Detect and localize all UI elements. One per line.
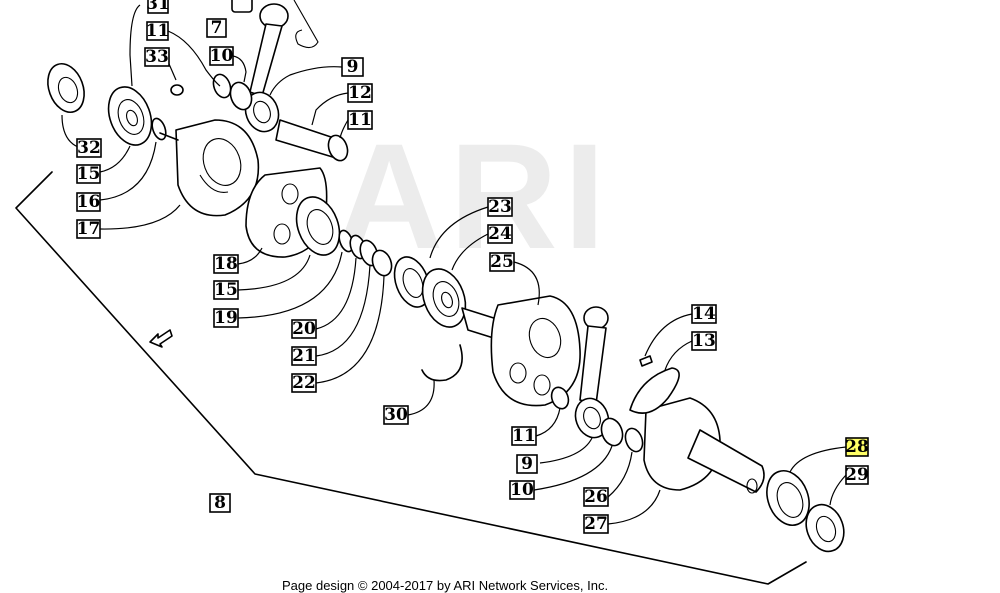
washer-upper-11 xyxy=(212,73,232,99)
callout-label: 11 xyxy=(512,426,536,446)
callout[interactable]: 15 xyxy=(213,280,239,300)
callout-label: 15 xyxy=(214,280,238,300)
callout[interactable]: 11 xyxy=(146,21,170,41)
conrod-upper xyxy=(244,3,289,133)
direction-arrow-icon xyxy=(149,329,173,348)
callout-label: 20 xyxy=(292,319,316,339)
oil-seal-left xyxy=(47,62,85,114)
crank-web-left xyxy=(159,119,260,217)
copyright-footer: Page design © 2004-2017 by ARI Network S… xyxy=(282,578,609,593)
callout-label: 10 xyxy=(510,480,534,500)
callout[interactable]: 10 xyxy=(509,480,535,500)
callout-label: 16 xyxy=(77,192,101,212)
callout[interactable]: 12 xyxy=(347,83,373,103)
ring-22 xyxy=(371,249,393,277)
callout-highlighted[interactable]: 28 xyxy=(845,437,869,457)
key-14 xyxy=(639,355,653,367)
callout-label: 12 xyxy=(348,83,372,103)
callout-label: 7 xyxy=(211,18,223,38)
callout[interactable]: 29 xyxy=(845,465,869,485)
highlight-box xyxy=(845,437,869,457)
callout-label: 30 xyxy=(384,405,408,425)
callout-label: 8 xyxy=(214,493,226,513)
callout-label: 10 xyxy=(210,46,234,66)
callout-label: 11 xyxy=(348,110,372,130)
ring-16 xyxy=(151,117,167,141)
callout-label: 32 xyxy=(77,138,101,158)
conrod-lower xyxy=(574,306,610,439)
callout-label: 31 xyxy=(146,0,170,14)
callout[interactable]: 9 xyxy=(341,57,364,77)
callout-label: 13 xyxy=(692,331,716,351)
oil-seal-29 xyxy=(805,503,845,553)
callout[interactable]: 27 xyxy=(583,514,609,534)
needle-bearing-upper xyxy=(231,0,253,13)
pin-33 xyxy=(170,84,184,96)
callout-label: 19 xyxy=(214,308,238,328)
crankshaft-center xyxy=(461,295,581,407)
callout[interactable]: 11 xyxy=(347,110,373,130)
callout-label: 17 xyxy=(77,219,101,239)
callout[interactable]: 10 xyxy=(209,46,234,66)
callout-label: 18 xyxy=(214,254,238,274)
callout[interactable]: 18 xyxy=(213,254,239,274)
callout-label: 33 xyxy=(145,47,169,67)
callout[interactable]: 23 xyxy=(487,197,513,217)
washer-upper-10 xyxy=(229,81,253,111)
callout-label: 29 xyxy=(845,465,869,485)
callout-label: 26 xyxy=(584,487,608,507)
callout-label: 9 xyxy=(521,454,533,474)
callout[interactable]: 25 xyxy=(489,252,515,272)
washer-26 xyxy=(624,427,644,453)
callout[interactable]: 8 xyxy=(209,493,231,513)
callout[interactable]: 19 xyxy=(213,308,239,328)
callout-label: 11 xyxy=(146,21,170,41)
callout[interactable]: 30 xyxy=(383,405,409,425)
callout[interactable]: 11 xyxy=(511,426,537,446)
leader-lines xyxy=(61,4,847,525)
assembly-bracket-line xyxy=(15,171,807,585)
callout[interactable]: 22 xyxy=(291,373,317,393)
callout-label: 9 xyxy=(347,57,359,77)
callout-label: 21 xyxy=(292,346,316,366)
callout-label: 27 xyxy=(584,514,608,534)
callout-label: 23 xyxy=(488,197,512,217)
callout[interactable]: 24 xyxy=(487,224,513,244)
callout-label: 15 xyxy=(77,164,101,184)
seal-23 xyxy=(393,256,431,308)
callout[interactable]: 17 xyxy=(76,219,101,239)
callout[interactable]: 7 xyxy=(206,18,227,38)
snap-ring-30 xyxy=(421,344,463,382)
needle-bearing-lower xyxy=(600,417,624,447)
callout-label: 25 xyxy=(490,252,514,272)
bearing-28 xyxy=(766,470,810,526)
callout[interactable]: 14 xyxy=(691,304,717,324)
washer-right-11 xyxy=(327,134,349,162)
callout[interactable]: 16 xyxy=(76,192,101,212)
callout[interactable]: 20 xyxy=(291,319,317,339)
callout[interactable]: 26 xyxy=(583,487,609,507)
main-bearing-left xyxy=(107,86,153,146)
callout-label: 24 xyxy=(488,224,512,244)
callout[interactable]: 15 xyxy=(76,164,101,184)
callout[interactable]: 9 xyxy=(516,454,538,474)
callout[interactable]: 13 xyxy=(691,331,717,351)
balancer-13 xyxy=(629,367,680,414)
callout[interactable]: 33 xyxy=(144,47,170,67)
crankshaft-right xyxy=(643,397,765,494)
callout-label: 28 xyxy=(845,437,869,457)
bearing-24 xyxy=(421,268,467,328)
main-bearing-center xyxy=(295,196,341,256)
conrod-upper-outline xyxy=(293,0,319,49)
washer-lower-11 xyxy=(550,386,570,410)
callout[interactable]: 21 xyxy=(291,346,317,366)
callout[interactable]: 32 xyxy=(76,138,102,158)
callout-label: 14 xyxy=(692,304,716,324)
callout-label: 22 xyxy=(292,373,316,393)
callout[interactable]: 31 xyxy=(146,0,170,14)
